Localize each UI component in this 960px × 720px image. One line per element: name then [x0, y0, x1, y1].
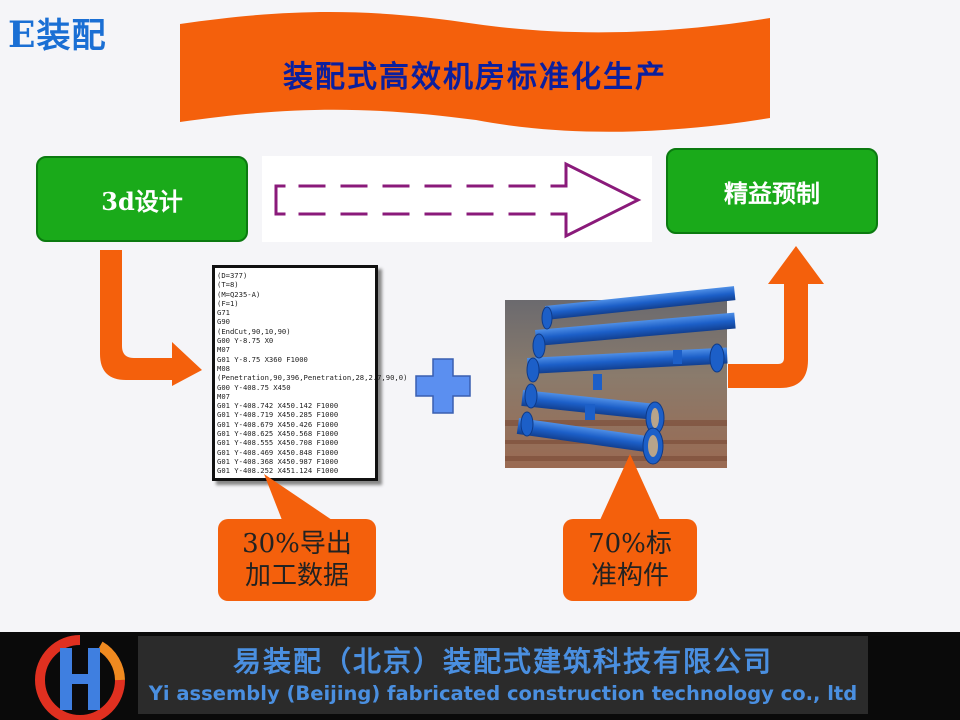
- code-line: (EndCut,90,10,90): [217, 326, 291, 336]
- step-lean-prefab: 精益预制: [666, 148, 878, 234]
- code-line: G90: [217, 317, 230, 327]
- bent-arrow-up-icon: [728, 246, 824, 388]
- code-line: G00 Y-8.75 X0: [217, 336, 274, 346]
- code-line: (D=377): [217, 271, 248, 280]
- page-title: 装配式高效机房标准化生产: [283, 60, 667, 95]
- prefab-pipes-photo: [505, 286, 736, 468]
- code-line: (T=8): [217, 280, 239, 290]
- callout-standard-line1: 70%标: [588, 529, 672, 559]
- code-line: G01 Y-408.469 X450.848 F1000: [217, 447, 339, 457]
- step-3d-design: 3d设计: [36, 156, 248, 242]
- company-h-logo-icon: [35, 635, 125, 720]
- footer-panel: [138, 636, 868, 714]
- code-line: M07: [217, 391, 230, 401]
- callout-pointer-icon: [600, 454, 660, 520]
- code-line: (M=Q235-A): [217, 289, 261, 299]
- code-line: M07: [217, 345, 230, 355]
- logo-letter: E: [8, 14, 37, 56]
- footer-company-en: Yi assembly (Beijing) fabricated constru…: [148, 682, 858, 705]
- code-line: G01 Y-408.625 X450.568 F1000: [217, 429, 339, 439]
- callout-export-line1: 30%导出: [242, 529, 352, 559]
- callout-export-line2: 加工数据: [244, 561, 349, 591]
- code-line: (Penetration,90,396,Penetration,28,2.7,9…: [217, 373, 408, 383]
- callout-export-data: 30%导出 加工数据: [218, 519, 376, 601]
- code-line: G00 Y-408.75 X450: [217, 382, 291, 392]
- footer-company-cn: 易装配（北京）装配式建筑科技有限公司: [232, 645, 773, 678]
- callout-standard-parts: 70%标 准构件: [563, 519, 697, 601]
- code-line: M08: [217, 363, 230, 373]
- bent-arrow-down-right-icon: [100, 250, 202, 386]
- callout-pointer-icon: [264, 474, 332, 520]
- code-line: G01 Y-408.742 X450.142 F1000: [217, 401, 339, 411]
- company-logo: E装配: [8, 8, 106, 57]
- title-banner: [180, 12, 770, 132]
- code-line: (F=1): [217, 298, 239, 308]
- plus-icon: [415, 358, 471, 414]
- code-line: G01 Y-408.719 X450.285 F1000: [217, 410, 339, 420]
- code-line: G01 Y-408.555 X450.708 F1000: [217, 438, 339, 448]
- code-line: G01 Y-8.75 X360 F1000: [217, 354, 308, 364]
- callout-standard-line2: 准构件: [590, 561, 669, 591]
- dashed-right-arrow-icon: [274, 161, 642, 239]
- code-line: G01 Y-408.252 X451.124 F1000: [217, 466, 339, 476]
- logo-text: 装配: [36, 16, 107, 56]
- dashed-arrow-panel: [262, 156, 652, 242]
- code-line: G71: [217, 308, 230, 318]
- code-line: G01 Y-408.679 X450.426 F1000: [217, 419, 339, 429]
- code-line: G01 Y-408.368 X450.987 F1000: [217, 456, 339, 466]
